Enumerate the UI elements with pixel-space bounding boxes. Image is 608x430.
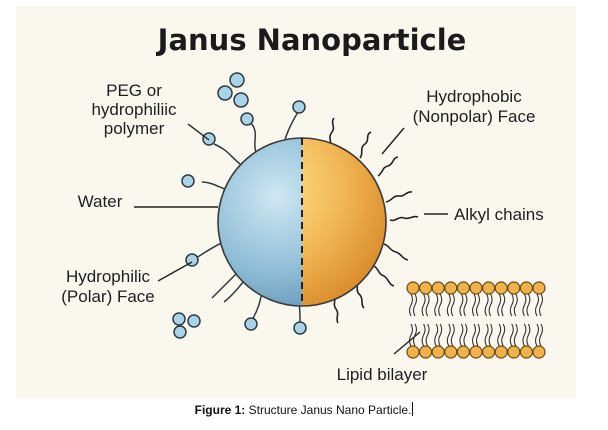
lipid-tail — [446, 323, 451, 347]
label-hydrophobic-2: (Nonpolar) Face — [413, 107, 536, 126]
figure-panel: Janus Nanoparticle — [16, 6, 576, 398]
lipid-tail — [471, 293, 477, 317]
lipid-head — [532, 281, 546, 295]
caption-label: Figure 1: — [194, 403, 246, 417]
janus-sphere — [217, 137, 387, 307]
label-hydrophilic-2: (Polar) Face — [61, 287, 155, 306]
lipid-tail — [475, 293, 481, 317]
lipid-tail — [438, 293, 443, 317]
lipid-tail — [484, 293, 489, 317]
lipid-bilayer — [406, 281, 546, 359]
caption-text: Structure Janus Nano Particle. — [245, 403, 412, 417]
lipid-tail — [497, 323, 502, 347]
lipid-head — [456, 345, 470, 359]
lipid-tail — [450, 293, 455, 317]
lipid-head — [419, 345, 433, 359]
lipid-head — [507, 345, 521, 359]
polymer-beads — [172, 72, 307, 339]
lipid-tail — [534, 293, 540, 317]
lipid-tail — [513, 323, 518, 347]
lipid-tail — [488, 323, 493, 347]
lipid-head — [482, 281, 496, 295]
lipid-tail — [501, 323, 506, 347]
label-hydrophobic-1: Hydrophobic — [426, 87, 522, 106]
lipid-head — [494, 345, 508, 359]
lipid-tail — [446, 293, 451, 317]
lipid-head — [431, 345, 445, 359]
lipid-head — [469, 281, 483, 295]
lipid-head — [406, 345, 420, 359]
lipid-head — [507, 281, 521, 295]
lipid-tail — [509, 293, 514, 317]
lipid-head — [406, 281, 420, 295]
lipid-head — [469, 345, 483, 359]
lipid-tail — [434, 293, 439, 317]
label-alkyl-chains: Alkyl chains — [454, 205, 544, 224]
lipid-head — [519, 345, 533, 359]
lipid-tail — [509, 323, 514, 347]
lipid-head — [532, 345, 546, 359]
lipid-tail — [484, 323, 489, 347]
diagram-labels: PEG or hydrophiliic polymer Water Hydrop… — [61, 81, 544, 384]
lipid-head — [444, 345, 458, 359]
leader-lines — [134, 123, 448, 355]
figure-caption: Figure 1: Structure Janus Nano Particle. — [0, 402, 608, 417]
lipid-tail — [412, 293, 418, 317]
diagram-title: Janus Nanoparticle — [156, 23, 467, 57]
lipid-tail — [538, 323, 544, 347]
lipid-tail — [425, 293, 430, 317]
lipid-tail — [450, 323, 455, 347]
lipid-tail — [412, 323, 418, 347]
lipid-tail — [459, 293, 464, 317]
lipid-head — [482, 345, 496, 359]
lipid-tail — [459, 323, 464, 347]
lipid-tail — [488, 293, 493, 317]
label-water: Water — [78, 192, 123, 211]
janus-diagram: Janus Nanoparticle — [61, 23, 546, 384]
lipid-tail — [501, 293, 506, 317]
lipid-tail — [471, 323, 477, 347]
lipid-tail — [534, 323, 540, 347]
lipid-head — [519, 281, 533, 295]
lipid-head — [494, 281, 508, 295]
text-cursor — [412, 402, 414, 416]
lipid-tail — [425, 323, 430, 347]
label-lipid-bilayer: Lipid bilayer — [337, 365, 428, 384]
label-peg-1: PEG or — [106, 81, 162, 100]
label-peg-2: hydrophiliic — [91, 100, 177, 119]
lipid-tail — [434, 323, 439, 347]
lipid-tail — [408, 293, 414, 317]
lipid-tail — [538, 293, 544, 317]
lipid-tail — [513, 293, 518, 317]
lipid-head — [431, 281, 445, 295]
lipid-head — [456, 281, 470, 295]
lipid-tail — [421, 323, 426, 347]
lipid-tail — [522, 293, 527, 317]
lipid-tail — [522, 323, 527, 347]
lipid-tail — [463, 323, 468, 347]
lipid-tail — [475, 323, 481, 347]
lipid-tail — [421, 293, 426, 317]
lipid-head — [419, 281, 433, 295]
lipid-tail — [463, 293, 468, 317]
lipid-tail — [526, 323, 531, 347]
lipid-tail — [526, 293, 531, 317]
lipid-tail — [438, 323, 443, 347]
label-peg-3: polymer — [104, 119, 165, 138]
lipid-head — [444, 281, 458, 295]
lipid-tail — [497, 293, 502, 317]
lipid-tail — [408, 323, 414, 347]
label-hydrophilic-1: Hydrophilic — [66, 267, 151, 286]
